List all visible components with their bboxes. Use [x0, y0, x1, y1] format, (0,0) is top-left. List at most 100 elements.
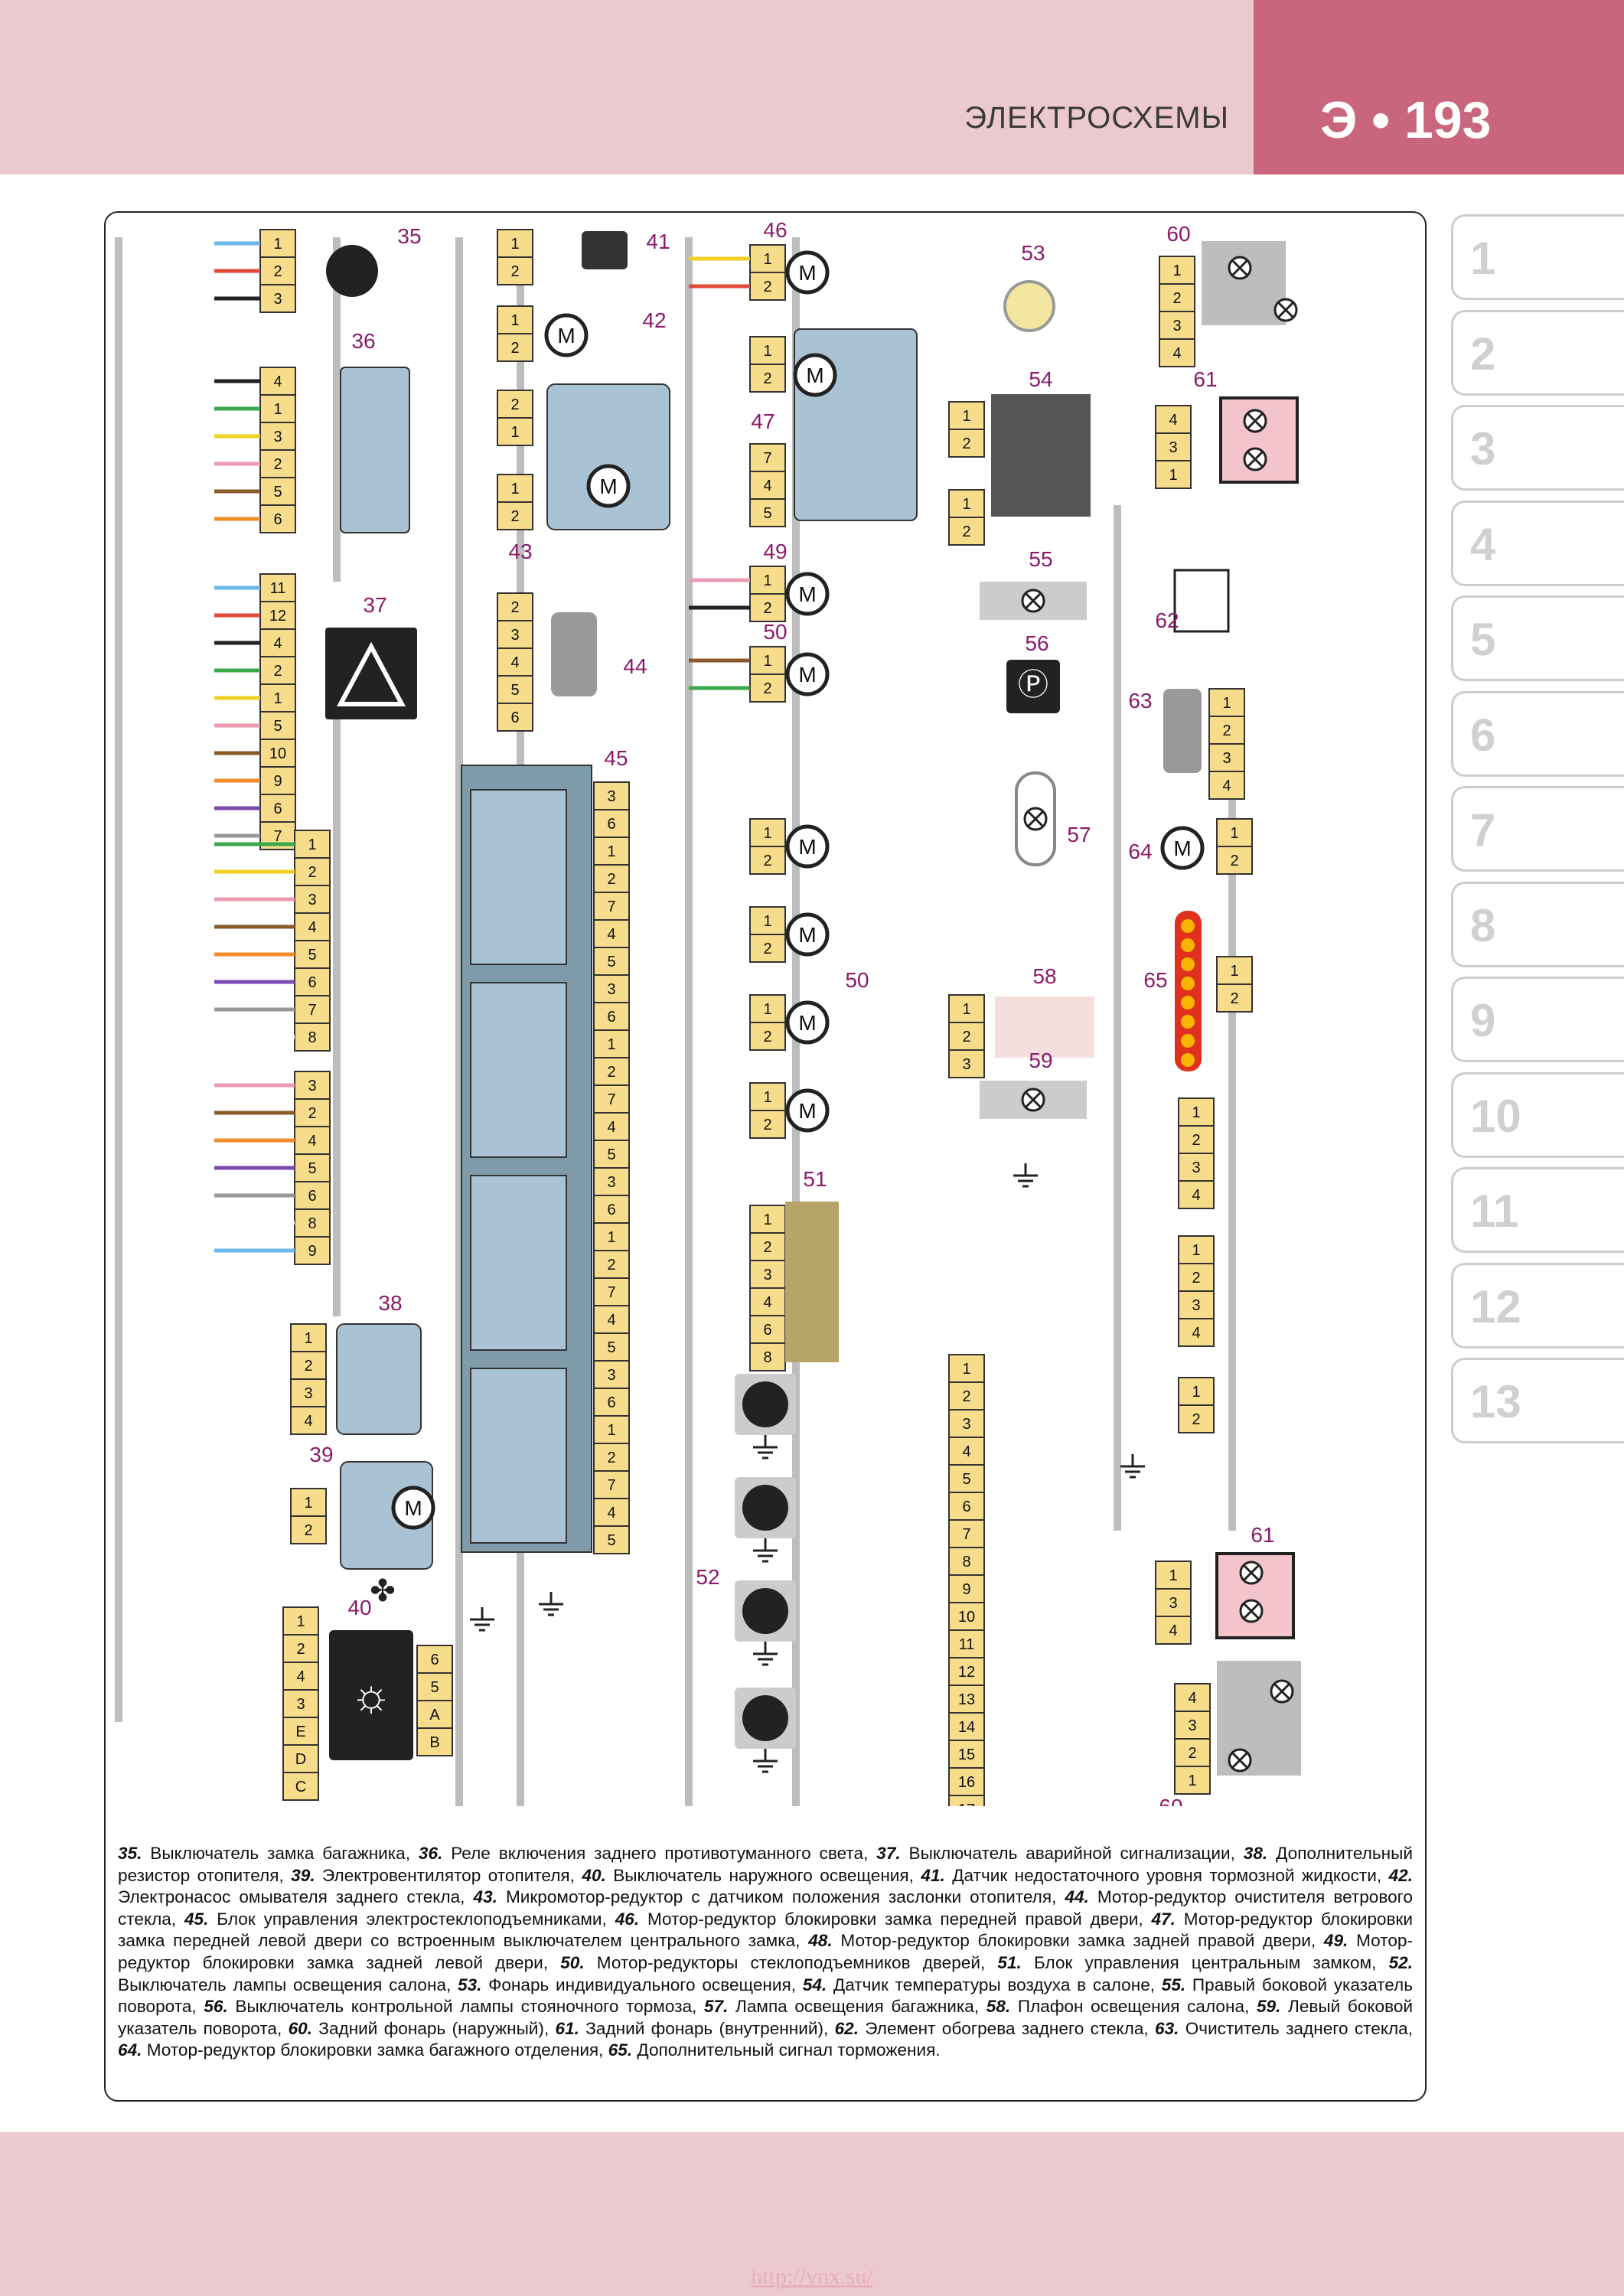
pin-label: 9 — [308, 1243, 316, 1260]
chapter-tab-8[interactable]: 8 — [1451, 881, 1624, 967]
pin-label: 3 — [308, 1078, 316, 1094]
chapter-tab-3[interactable]: 3 — [1451, 405, 1624, 491]
pin-label: C — [295, 1779, 306, 1795]
window-channel — [470, 1175, 567, 1351]
pin-label: 7 — [962, 1526, 970, 1543]
connector-pin — [1208, 771, 1245, 800]
chapter-tab-12[interactable]: 12 — [1451, 1262, 1624, 1349]
chapter-tab-9[interactable]: 9 — [1451, 977, 1624, 1062]
caption-item-text: Выключатель замка багажника, — [142, 1844, 419, 1863]
footer-url[interactable]: http://vnx.su/ — [751, 2264, 873, 2289]
pin-label: 2 — [296, 1641, 305, 1658]
pin-label: 3 — [308, 892, 316, 908]
pin-label: 6 — [962, 1499, 970, 1515]
pin-label: 1 — [607, 1422, 615, 1439]
motor-label: M — [798, 1099, 816, 1123]
pin-label: 5 — [308, 1160, 316, 1177]
caption-item-text: Реле включения заднего противотуманного … — [442, 1844, 877, 1863]
connector-pin — [593, 1222, 630, 1251]
connector-pin — [749, 364, 786, 393]
connector-pin — [749, 1287, 786, 1316]
pin-label: 1 — [1192, 1242, 1200, 1259]
caption-item-number: 41. — [921, 1865, 945, 1885]
lamp-cross — [1273, 1683, 1290, 1700]
chapter-tab-1[interactable]: 1 — [1451, 214, 1624, 300]
chapter-tab-2[interactable]: 2 — [1451, 309, 1624, 396]
pin-label: 1 — [1169, 467, 1177, 484]
connector-pin — [1178, 1290, 1215, 1319]
chapter-tab-4[interactable]: 4 — [1451, 500, 1624, 586]
chapter-tab-5[interactable]: 5 — [1451, 595, 1624, 681]
connector-pin — [593, 1305, 630, 1334]
pin-label: 2 — [763, 680, 771, 697]
connector-pin — [593, 1525, 630, 1554]
chapter-tab-13[interactable]: 13 — [1451, 1358, 1624, 1443]
pin-label: 2 — [962, 1029, 970, 1045]
connector-pin — [593, 1250, 630, 1279]
caption-item-text: Мотор-редуктор блокировки замка задней л… — [118, 1931, 1413, 1972]
connector-pin — [1174, 1683, 1211, 1712]
chapter-tab-7[interactable]: 7 — [1451, 786, 1624, 872]
connector-pin — [948, 489, 985, 518]
connector-pin — [948, 994, 985, 1023]
caption-item-number: 57. — [703, 1997, 729, 2017]
pin-label: 3 — [1192, 1297, 1200, 1314]
caption-item-text: Электровентилятор отопителя, — [315, 1865, 582, 1885]
pin-label: 14 — [958, 1719, 975, 1736]
connector-pin — [282, 1689, 319, 1718]
pin-label: 2 — [962, 523, 970, 540]
chapter-tab-11[interactable]: 11 — [1451, 1167, 1624, 1253]
pin-label: 1 — [510, 424, 519, 441]
connector-pin — [1159, 256, 1195, 285]
component-number: 54 — [1029, 367, 1052, 391]
pin-label: 2 — [607, 1450, 615, 1466]
pin-label: 3 — [1169, 1595, 1177, 1612]
caption-item-text: Очиститель заднего стекла, — [1179, 2018, 1413, 2038]
component-number: 63 — [1128, 689, 1152, 713]
pin-label: 1 — [962, 1361, 970, 1378]
door-switch-plunger — [742, 1695, 788, 1741]
connector-pin — [948, 1657, 985, 1686]
connector-pin — [1174, 1738, 1211, 1767]
pin-label: 4 — [1222, 778, 1231, 794]
caption-item-number: 62. — [834, 2018, 859, 2038]
pin-label: 1 — [1222, 695, 1231, 712]
component-number: 50 — [763, 620, 787, 644]
component-number: 47 — [751, 409, 774, 433]
pin-label: 6 — [430, 1652, 439, 1668]
connector-pin — [593, 809, 630, 838]
caption-item-number: 61. — [555, 2018, 579, 2038]
pin-label: 3 — [607, 1174, 615, 1191]
connector-pin — [593, 1470, 630, 1499]
pin-label: D — [295, 1751, 306, 1768]
motor-icon — [785, 250, 830, 295]
chapter-tab-label: 4 — [1470, 518, 1496, 570]
connector-pin — [1155, 1616, 1192, 1645]
caption-item-text: Дополнительный резистор отопителя, — [118, 1844, 1413, 1885]
heater-element — [1173, 569, 1230, 633]
pin-label: 2 — [304, 1358, 312, 1375]
door-switch-plunger — [742, 1588, 788, 1634]
pin-label: 15 — [958, 1746, 975, 1763]
pin-label: 2 — [510, 396, 519, 413]
fan-icon: ✤ — [370, 1574, 396, 1608]
pin-label: 1 — [1230, 963, 1238, 980]
pin-label: 2 — [308, 864, 316, 881]
motor-icon — [586, 464, 631, 508]
pin-label: 6 — [607, 1394, 615, 1411]
chapter-tab-10[interactable]: 10 — [1451, 1071, 1624, 1158]
caption-item-number: 37. — [876, 1844, 901, 1863]
caption-item-text: Лампа освещения багажника, — [728, 1997, 986, 2017]
connector-pin — [282, 1772, 319, 1801]
parking-brake-switch — [1006, 660, 1060, 713]
rear-light-outer — [1202, 241, 1286, 325]
connector-pin — [593, 892, 630, 921]
chapter-tab-6[interactable]: 6 — [1451, 690, 1624, 777]
component-number: 51 — [803, 1167, 827, 1191]
pin-label: 11 — [270, 580, 286, 597]
pin-label: 2 — [510, 508, 519, 525]
pin-label: 7 — [607, 1091, 615, 1108]
connector-pin — [497, 592, 533, 621]
connector-pin — [948, 1684, 985, 1714]
connector-pin — [749, 498, 786, 527]
